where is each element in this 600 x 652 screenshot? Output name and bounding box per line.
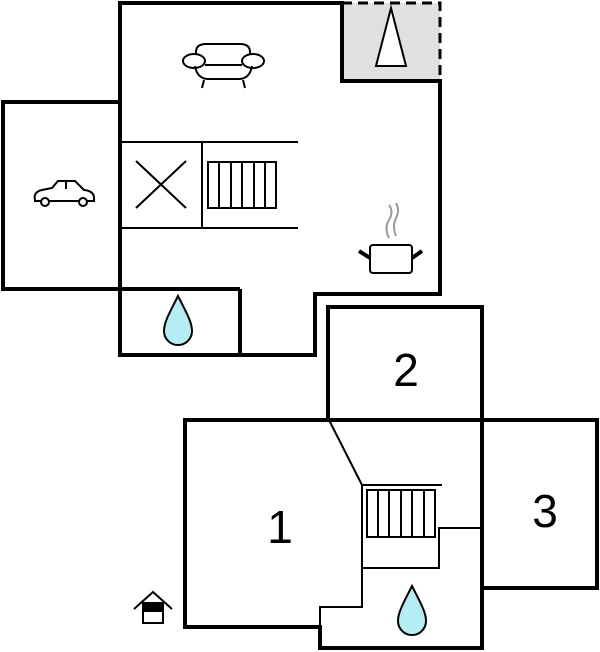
void-cross-icon <box>135 160 187 209</box>
water-drop-icon <box>162 293 194 346</box>
stair-hall-wall <box>319 419 363 627</box>
sofa-icon <box>182 43 265 89</box>
terrace-icon <box>374 4 408 67</box>
entrance-icon <box>133 590 173 624</box>
terrace-dashed-edge <box>342 1 442 81</box>
water-drop-icon <box>396 583 428 636</box>
stairs-icon <box>366 489 436 538</box>
lower-bath-wall <box>362 527 482 569</box>
room-1-walls <box>183 418 484 650</box>
room-1-label: 1 <box>267 501 293 553</box>
garage <box>1 100 122 291</box>
room-2-label: 2 <box>393 344 419 396</box>
upper-floor-walls <box>118 1 442 357</box>
car-icon <box>33 180 95 207</box>
room-3-label: 3 <box>532 485 558 537</box>
cooking-pot-icon <box>357 202 424 274</box>
stairs-icon <box>207 161 277 209</box>
